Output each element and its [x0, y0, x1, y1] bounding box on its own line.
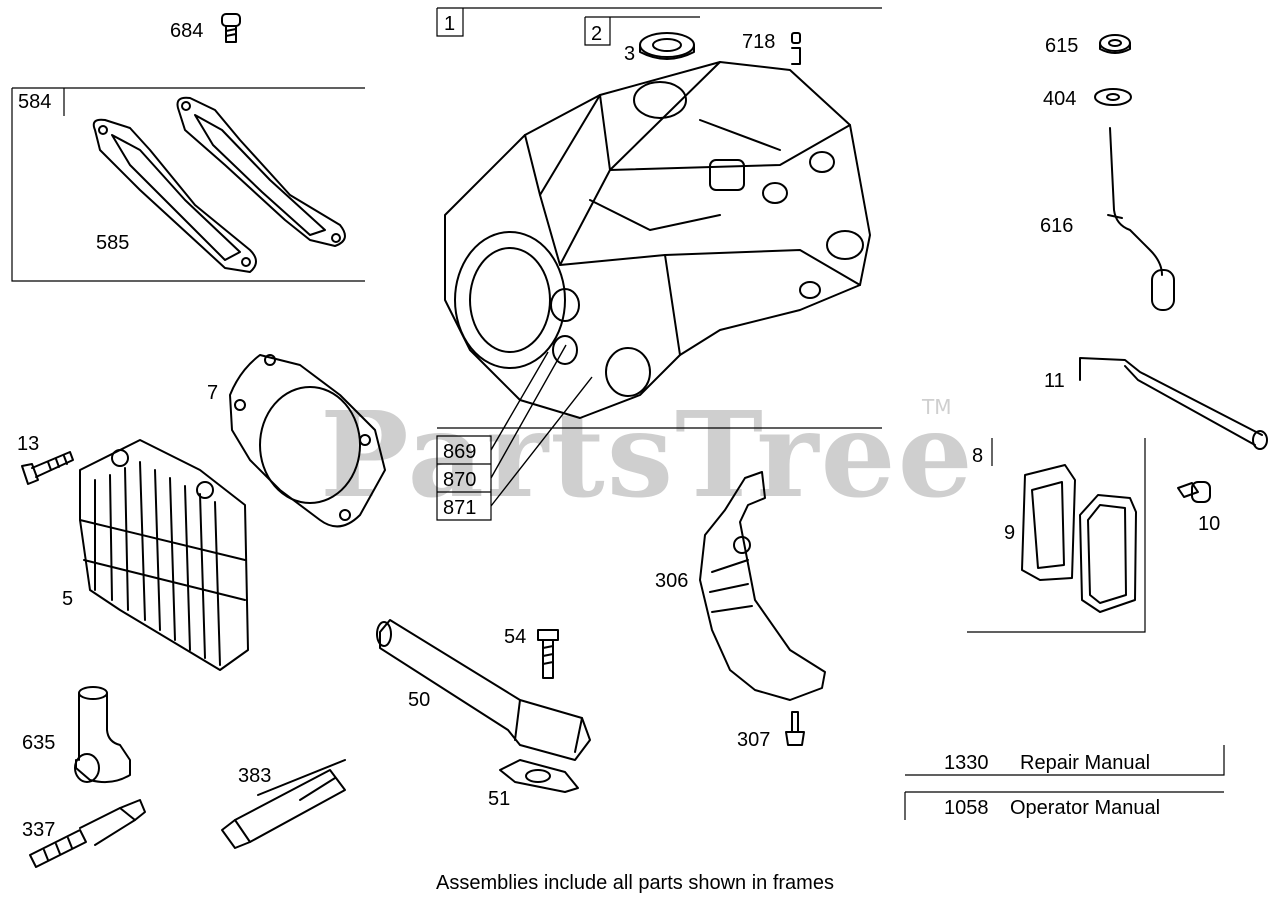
dipstick-616-drawing: [1107, 127, 1175, 311]
callout-50[interactable]: 50: [408, 689, 430, 711]
callout-615[interactable]: 615: [1045, 35, 1078, 57]
callout-383[interactable]: 383: [238, 765, 271, 787]
callout-10[interactable]: 10: [1198, 513, 1220, 535]
callout-13[interactable]: 13: [17, 433, 39, 455]
gasket-51-drawing: [499, 759, 579, 793]
frame-number-seal[interactable]: 2: [591, 23, 602, 45]
housing-306-drawing: [699, 471, 826, 701]
manual-repair-title: Repair Manual: [1020, 752, 1150, 774]
watermark-trademark: TM: [921, 395, 951, 419]
callout-54[interactable]: 54: [504, 626, 526, 648]
callout-616[interactable]: 616: [1040, 215, 1073, 237]
nut-615-drawing: [1099, 34, 1131, 54]
callout-635[interactable]: 635: [22, 732, 55, 754]
manual-repair-number: 1330: [944, 752, 989, 774]
fitting-635-drawing: [74, 686, 131, 784]
callout-684[interactable]: 684: [170, 20, 203, 42]
cylinder-head-5-drawing: [79, 439, 249, 671]
frame-number-gasket-set[interactable]: 584: [18, 91, 51, 113]
callout-9[interactable]: 9: [1004, 522, 1015, 544]
manual-operator-number: 1058: [944, 797, 989, 819]
cylinder-block-drawing: [444, 61, 871, 419]
callout-306[interactable]: 306: [655, 570, 688, 592]
callout-7[interactable]: 7: [207, 382, 218, 404]
callout-11[interactable]: 11: [1044, 370, 1065, 392]
seal-drawing: [639, 32, 695, 60]
dowel-pin-drawing: [791, 32, 801, 65]
callout-3[interactable]: 3: [624, 43, 635, 65]
callout-585[interactable]: 585: [96, 232, 129, 254]
callout-870[interactable]: 870: [443, 469, 476, 491]
screw-10-drawing: [1177, 481, 1211, 503]
callout-871[interactable]: 871: [443, 497, 476, 519]
screw-684-drawing: [221, 13, 241, 43]
frame-number-pulse-pump[interactable]: 8: [972, 445, 983, 467]
spark-plug-337-drawing: [29, 799, 146, 868]
watermark-text: PartsTree: [320, 385, 975, 524]
spark-383-drawing: [221, 759, 346, 849]
washer-404-drawing: [1094, 88, 1132, 106]
frame-pulse-pump: 8: [967, 438, 1146, 633]
callout-869[interactable]: 869: [443, 441, 476, 463]
assemblies-caption: Assemblies include all parts shown in fr…: [436, 872, 834, 894]
callout-5[interactable]: 5: [62, 588, 73, 610]
frame-gasket-set: 584: [11, 87, 365, 282]
screw-307-drawing: [785, 711, 805, 746]
callout-404[interactable]: 404: [1043, 88, 1076, 110]
head-gasket-7-drawing: [229, 354, 386, 528]
leader-869-871: [490, 344, 593, 507]
manual-operator[interactable]: 1058 Operator Manual: [904, 791, 1224, 820]
frame-number-cylinder[interactable]: 1: [444, 13, 455, 35]
callout-718[interactable]: 718: [742, 31, 775, 53]
gasket-9-drawing: [1021, 464, 1137, 613]
frame-cylinder: 1: [436, 7, 882, 521]
tube-11-drawing: [1079, 357, 1268, 450]
manual-repair[interactable]: 1330 Repair Manual: [905, 745, 1225, 776]
callout-51[interactable]: 51: [488, 788, 510, 810]
gaskets-585-drawing: [92, 96, 346, 273]
bolt-13-drawing: [21, 451, 74, 485]
frame-seal: 2: [584, 16, 700, 46]
manual-operator-title: Operator Manual: [1010, 797, 1160, 819]
callout-307[interactable]: 307: [737, 729, 770, 751]
callout-337[interactable]: 337: [22, 819, 55, 841]
manifold-50-drawing: [376, 619, 591, 761]
bolt-54-drawing: [537, 629, 559, 679]
